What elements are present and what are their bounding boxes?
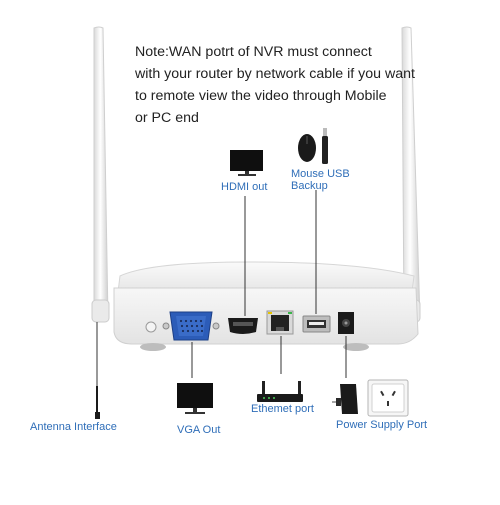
- connector-lines: [96, 190, 347, 386]
- left-antenna: [91, 26, 110, 323]
- nvr-box: [113, 261, 419, 351]
- usb-port[interactable]: [302, 315, 331, 333]
- antenna-icon: [95, 386, 100, 419]
- usb-dongle-icon: [322, 128, 328, 164]
- power-supply-port-label: Power Supply Port: [336, 419, 428, 431]
- note-line: or PC end: [135, 110, 199, 126]
- router-icon: [257, 381, 303, 402]
- ethernet-port[interactable]: [266, 310, 294, 335]
- reset-button[interactable]: [145, 321, 157, 333]
- note-line: with your router by network cable if you…: [135, 66, 415, 82]
- vga-port[interactable]: [162, 311, 220, 341]
- antenna-interface-label: Antenna Interface: [30, 421, 117, 433]
- vga-out-label: VGA Out: [177, 424, 221, 436]
- hdmi-port[interactable]: [228, 318, 258, 334]
- wall-socket-icon: [367, 379, 409, 417]
- note-line: Note:WAN potrt of NVR must connect: [135, 44, 372, 60]
- backup-label: Backup: [291, 180, 328, 192]
- mouse-usb-label: Mouse USB: [291, 168, 350, 180]
- mouse-icon: [298, 134, 316, 162]
- note-line: to remote view the video through Mobile: [135, 88, 387, 104]
- wan-note: Note:WAN potrt of NVR must connect with …: [135, 41, 435, 129]
- monitor-icon: [177, 383, 213, 414]
- monitor-icon: [230, 150, 263, 176]
- power-adapter-icon: [332, 384, 358, 414]
- hdmi-out-label: HDMI out: [221, 181, 268, 193]
- ethernet-port-label: Ethemet port: [251, 403, 314, 415]
- power-dc-port[interactable]: [338, 312, 354, 334]
